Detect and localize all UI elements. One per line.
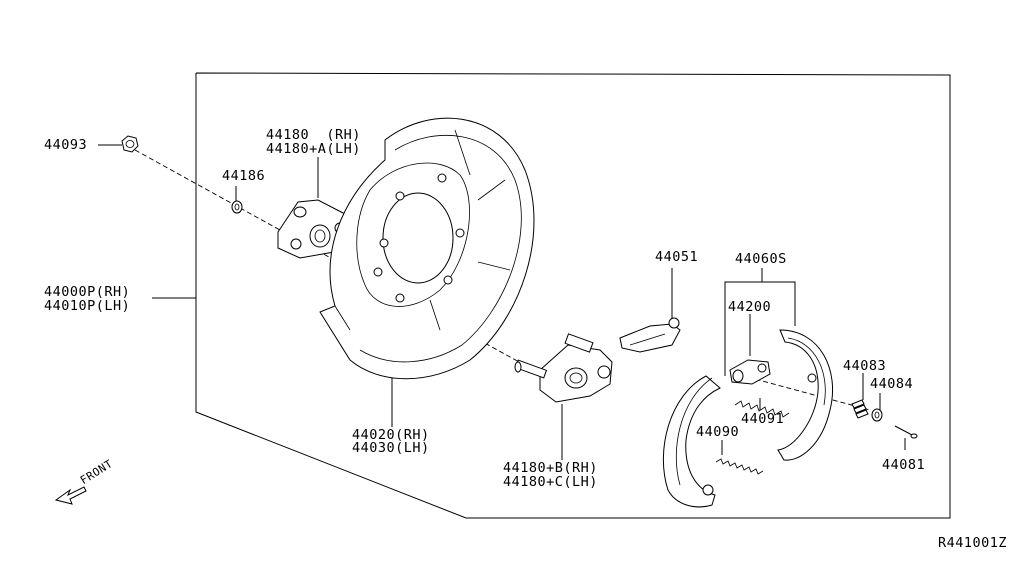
washer-44186 xyxy=(231,200,243,214)
caliper-44180b xyxy=(514,333,613,403)
front-arrow-icon xyxy=(54,486,87,505)
cup-44084 xyxy=(871,408,883,422)
frame-outline xyxy=(195,72,951,519)
label-44030-lh: 44030(LH) xyxy=(352,440,430,456)
label-44051: 44051 xyxy=(655,249,699,265)
label-44090: 44090 xyxy=(696,424,740,440)
label-44200: 44200 xyxy=(728,299,772,315)
label-44010p-lh: 44010P(LH) xyxy=(44,298,131,314)
spring-44083 xyxy=(851,399,869,419)
diagram-code: R441001Z xyxy=(938,535,1008,551)
label-44186: 44186 xyxy=(222,168,266,184)
clip-44200 xyxy=(729,359,771,385)
brake-shoe-left xyxy=(662,375,721,508)
label-44093: 44093 xyxy=(44,137,88,153)
label-44180-rh: 44180 (RH) xyxy=(266,127,361,143)
label-44083: 44083 xyxy=(843,358,887,374)
label-44180c-lh: 44180+C(LH) xyxy=(503,474,598,490)
label-44060s: 44060S xyxy=(735,251,787,267)
pin-44081 xyxy=(894,425,918,439)
adjuster-44051 xyxy=(619,317,681,353)
brake-shoe-right xyxy=(777,329,834,461)
nut-44093 xyxy=(121,135,139,153)
label-44000p-rh: 44000P(RH) xyxy=(44,284,131,300)
label-44020-rh: 44020(RH) xyxy=(352,427,430,443)
backing-plate-44020 xyxy=(319,117,535,380)
label-44081: 44081 xyxy=(882,457,926,473)
label-44091: 44091 xyxy=(741,411,785,427)
label-44180b-rh: 44180+B(RH) xyxy=(503,460,598,476)
spring-44091 xyxy=(734,400,790,418)
spring-44090 xyxy=(715,458,764,475)
label-44180a-lh: 44180+A(LH) xyxy=(266,141,361,157)
label-44084: 44084 xyxy=(870,376,914,392)
leader-lines xyxy=(98,144,906,460)
